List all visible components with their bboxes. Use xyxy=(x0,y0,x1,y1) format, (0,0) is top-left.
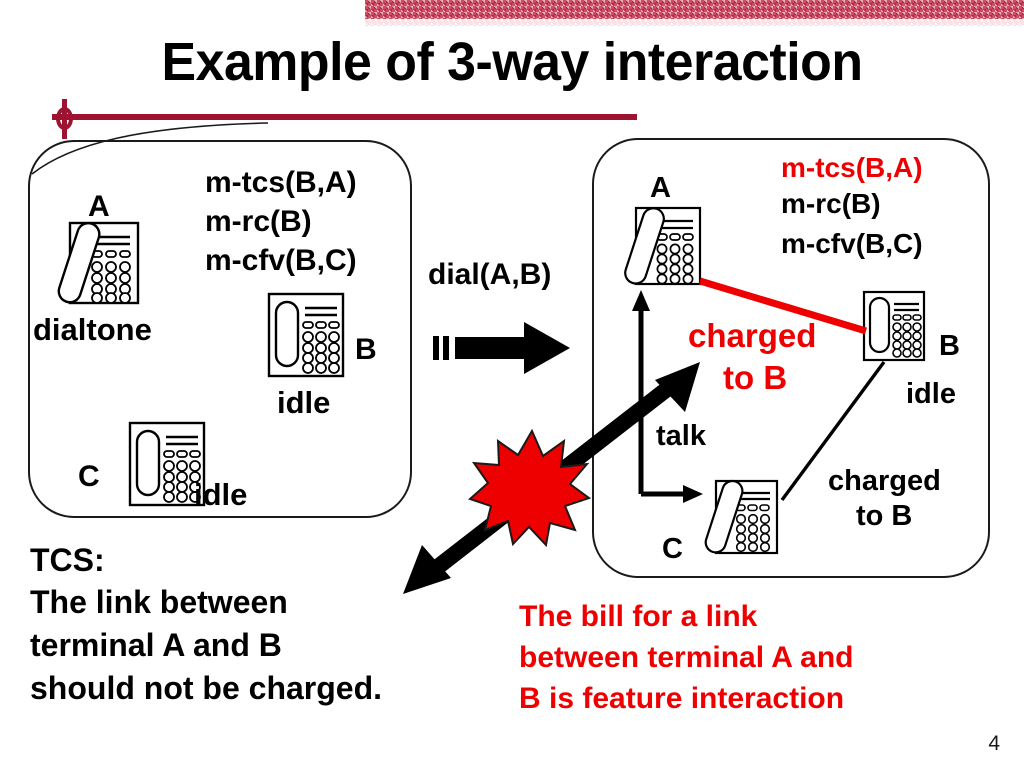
left-terminal-b-state: idle xyxy=(277,385,331,420)
link-bc-label-line1: charged xyxy=(828,465,941,497)
right-terminal-a-label: A xyxy=(650,172,671,204)
link-bc-label-line2: to B xyxy=(856,500,913,532)
left-message-m-rc: m-rc(B) xyxy=(205,205,312,238)
state-panel-after xyxy=(592,138,990,578)
header-band-fade xyxy=(365,19,1024,26)
right-message-m-rc: m-rc(B) xyxy=(781,188,881,219)
right-terminal-b-state: idle xyxy=(906,378,956,410)
conclusion-line3: B is feature interaction xyxy=(519,682,845,715)
right-terminal-b-label: B xyxy=(939,330,960,362)
phone-icon-b-left xyxy=(267,292,345,378)
left-terminal-c-state: idle xyxy=(194,477,248,512)
transition-arrow-icon xyxy=(433,322,570,374)
conclusion-line1: The bill for a link xyxy=(519,600,758,633)
left-terminal-c-label: C xyxy=(78,460,100,493)
left-terminal-b-label: B xyxy=(355,333,377,366)
link-ac-label: talk xyxy=(656,420,706,452)
header-decorative-band xyxy=(365,0,1024,19)
phone-icon-b-right xyxy=(862,290,926,362)
tcs-note-line3: should not be charged. xyxy=(30,670,383,706)
left-message-m-cfv: m-cfv(B,C) xyxy=(205,244,357,277)
phone-icon-a-right xyxy=(617,203,703,289)
link-ab-label-line1: charged xyxy=(688,317,817,354)
conflict-starburst-icon xyxy=(468,428,592,548)
tcs-note-heading: TCS: xyxy=(30,542,105,578)
left-terminal-a-state: dialtone xyxy=(33,312,152,347)
page-number: 4 xyxy=(988,732,1000,755)
title-ornament-icon xyxy=(52,99,78,139)
left-terminal-a-label: A xyxy=(88,190,110,223)
right-message-m-tcs: m-tcs(B,A) xyxy=(781,152,923,183)
state-panel-before xyxy=(28,140,412,518)
right-message-m-cfv: m-cfv(B,C) xyxy=(781,228,923,259)
tcs-note-line2: terminal A and B xyxy=(30,627,282,663)
left-message-m-tcs: m-tcs(B,A) xyxy=(205,166,357,199)
phone-icon-a-left xyxy=(50,218,142,308)
link-ab-label-line2: to B xyxy=(723,359,788,396)
transition-label: dial(A,B) xyxy=(428,258,552,291)
right-terminal-c-label: C xyxy=(662,533,683,565)
tcs-note-line1: The link between xyxy=(30,584,288,620)
phone-icon-c-left xyxy=(128,421,206,507)
phone-icon-c-right xyxy=(698,477,780,557)
ornament-ring xyxy=(56,107,73,130)
slide-title: Example of 3-way interaction xyxy=(161,32,863,92)
conclusion-line2: between terminal A and xyxy=(519,641,854,674)
title-underline xyxy=(52,114,637,120)
